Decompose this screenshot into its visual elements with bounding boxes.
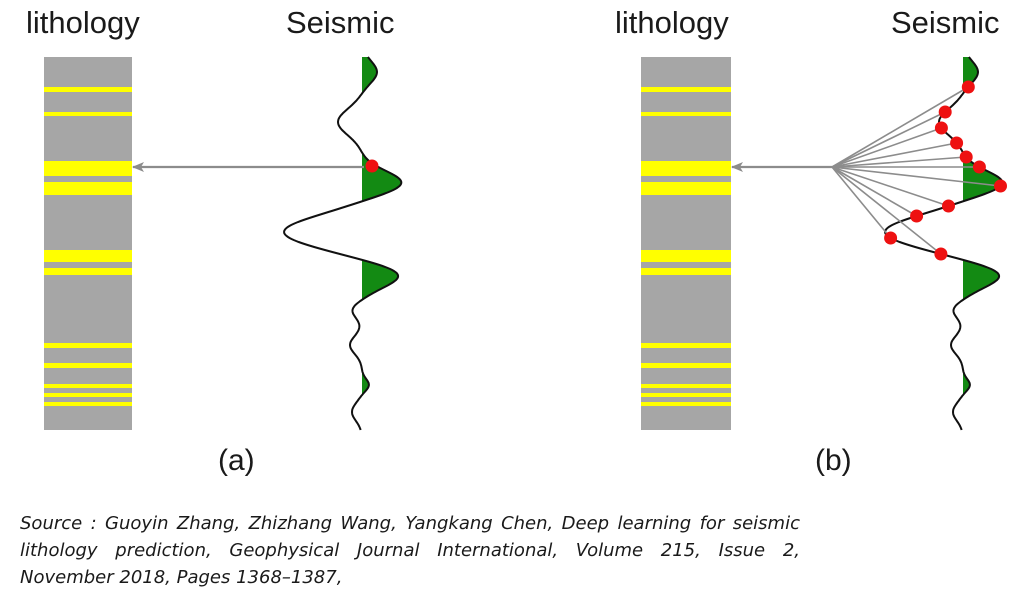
lithology-sand-layer [44, 250, 132, 262]
seismic-wiggle-line [283, 56, 403, 431]
sample-point [934, 247, 948, 261]
sample-point [994, 179, 1007, 193]
lithology-sand-layer [641, 161, 731, 176]
panel-a-seismic-trace [283, 56, 403, 431]
sampling-ray [831, 166, 1001, 187]
sampling-ray [831, 166, 892, 239]
sample-point [884, 231, 898, 245]
sample-point [950, 136, 964, 150]
source-citation: Source : Guoyin Zhang, Zhizhang Wang, Ya… [20, 513, 800, 588]
lithology-sand-layer [641, 402, 731, 406]
panel-a-lithology-column [44, 57, 132, 430]
lithology-sand-layer [641, 268, 731, 275]
sample-point [910, 209, 924, 223]
panel-a-lithology-title: lithology [26, 5, 140, 40]
panel-b-sampling-rays [831, 86, 1001, 255]
lithology-sand-layer [44, 384, 132, 388]
seismic-positive-fill [362, 57, 402, 430]
sampling-ray [831, 166, 918, 217]
panel-b-lithology-title: lithology [615, 5, 729, 40]
panel-b: lithology Seismic (b) [615, 5, 1007, 477]
panel-b-seismic-trace [884, 56, 1004, 431]
panel-b-caption: (b) [815, 444, 852, 477]
sampling-ray [831, 166, 949, 207]
lithology-sand-layer [44, 363, 132, 368]
lithology-sand-layer [44, 343, 132, 348]
lithology-seismic-figure: lithology Seismic (a) lithology Seismic … [26, 5, 1007, 477]
sample-point [961, 80, 975, 94]
seismic-wiggle-line [884, 56, 1004, 431]
sample-point [959, 150, 973, 164]
panel-a-sample-point [365, 159, 379, 173]
panel-a: lithology Seismic (a) [26, 5, 403, 477]
panel-b-sample-points [884, 80, 1007, 261]
sample-point [972, 160, 986, 174]
lithology-sand-layer [641, 112, 731, 116]
sampling-ray [831, 166, 942, 255]
lithology-sand-layer [44, 87, 132, 92]
panel-b-seismic-title: Seismic [891, 5, 1000, 40]
lithology-sand-layer [44, 393, 132, 397]
sample-point [934, 121, 948, 135]
sampling-ray [831, 86, 969, 168]
lithology-sand-layer [641, 363, 731, 368]
panel-b-lithology-column [641, 57, 731, 430]
lithology-sand-layer [641, 393, 731, 397]
lithology-sand-layer [44, 268, 132, 275]
panel-a-caption: (a) [218, 444, 255, 477]
lithology-sand-layer [641, 343, 731, 348]
sampling-ray [831, 156, 967, 168]
lithology-sand-layer [44, 161, 132, 176]
lithology-sand-layer [44, 402, 132, 406]
lithology-sand-layer [641, 250, 731, 262]
lithology-sand-layer [641, 384, 731, 388]
sample-point [942, 199, 955, 213]
seismic-positive-fill [963, 57, 1003, 430]
lithology-sand-layer [44, 112, 132, 116]
sample-point [938, 105, 952, 119]
panel-a-seismic-title: Seismic [286, 5, 395, 40]
sampling-ray [831, 127, 942, 168]
lithology-sand-layer [641, 87, 731, 92]
lithology-sand-layer [44, 182, 132, 195]
sampling-ray [831, 142, 957, 168]
lithology-sand-layer [641, 182, 731, 195]
sampling-ray [831, 111, 946, 168]
